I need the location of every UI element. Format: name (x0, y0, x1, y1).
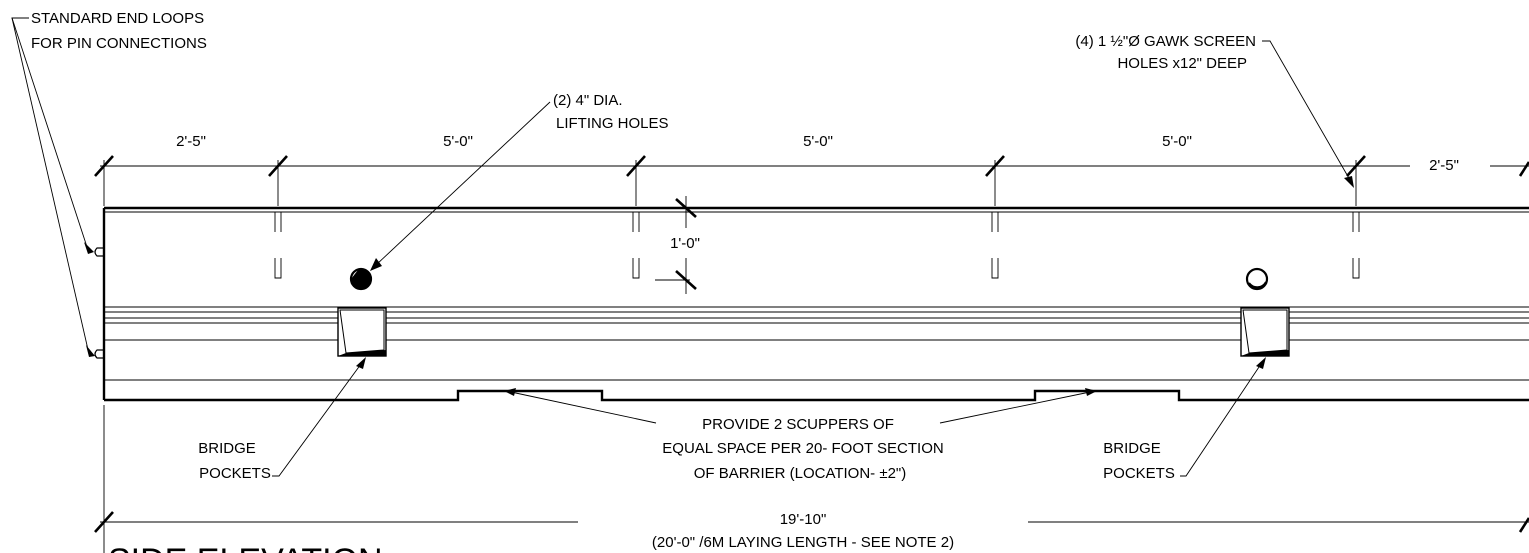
barrier-bottom-edge (104, 389, 1529, 402)
leader-line (11, 17, 90, 355)
dimension-tick (94, 155, 114, 177)
overall-dimension: 19'-10" (20'-0" /6M LAYING LENGTH - SEE … (94, 405, 1529, 553)
leader-arrow (1344, 176, 1354, 188)
hole-depth-dimension: 1'-0" (655, 196, 700, 294)
leader-arrow (84, 242, 94, 254)
leader-arrow (356, 357, 366, 369)
callout-scuppers: PROVIDE 2 SCUPPERS OF EQUAL SPACE PER 20… (504, 388, 1097, 482)
top-dimension-string: 2'-5" 5'-0" 5'-0" 5'-0" 2'-5" (94, 133, 1529, 206)
dimension-tick (675, 270, 697, 290)
leader-arrow (86, 345, 95, 357)
hole-depth-label: 1'-0" (670, 235, 700, 252)
dimension-tick (268, 155, 288, 177)
bridge-pocket-right (1240, 307, 1290, 357)
bridge-pockets-label: POCKETS (199, 465, 271, 482)
leader-line (1180, 363, 1262, 477)
bridge-pockets-label: BRIDGE (198, 440, 256, 457)
scuppers-label: OF BARRIER (LOCATION- ±2") (694, 465, 906, 482)
overall-length-label: 19'-10" (780, 511, 827, 528)
end-loops-label: STANDARD END LOOPS (31, 10, 204, 27)
end-loops (94, 247, 104, 359)
callout-end-loops: STANDARD END LOOPS FOR PIN CONNECTIONS (11, 10, 207, 357)
callout-gawk-holes: (4) 1 ½"Ø GAWK SCREEN HOLES x12" DEEP (1075, 33, 1354, 188)
scuppers-label: PROVIDE 2 SCUPPERS OF (702, 416, 894, 433)
end-loop (94, 247, 104, 257)
dimension-tick (1518, 161, 1529, 177)
dimension-tick (985, 155, 1005, 177)
leader-line (1262, 40, 1351, 181)
bridge-pockets-label: BRIDGE (1103, 440, 1161, 457)
dimension-tick (1346, 155, 1366, 177)
dimension-tick (1518, 517, 1529, 533)
gawk-holes-label: HOLES x12" DEEP (1117, 55, 1247, 72)
leader-line (11, 17, 89, 251)
gawk-screen-hole (1352, 212, 1360, 279)
leader-arrow (370, 258, 382, 271)
dimension-tick (94, 511, 114, 533)
callout-bridge-pockets-left: BRIDGE POCKETS (198, 357, 366, 482)
dimension-tick (675, 198, 697, 218)
drawing-title: SIDE ELEVATION (108, 542, 383, 553)
end-loops-label: FOR PIN CONNECTIONS (31, 35, 207, 52)
leader-line (375, 101, 551, 266)
dimension-tick (626, 155, 646, 177)
gawk-screen-hole (991, 212, 999, 279)
leader-arrow (504, 388, 516, 396)
dimension-label: 5'-0" (803, 133, 833, 150)
lifting-hole-left (349, 267, 373, 291)
leader-line (939, 391, 1091, 424)
callout-bridge-pockets-right: BRIDGE POCKETS (1103, 357, 1266, 482)
leader-arrow (1085, 388, 1097, 396)
lifting-holes-label: (2) 4" DIA. (553, 92, 623, 109)
lifting-hole-right (1245, 267, 1269, 291)
barrier-body (102, 206, 1529, 402)
dimension-label: 5'-0" (1162, 133, 1192, 150)
lifting-holes-label: LIFTING HOLES (556, 115, 669, 132)
leader-line (510, 391, 657, 424)
dimension-label: 5'-0" (443, 133, 473, 150)
gawk-screen-holes (274, 212, 1360, 279)
bridge-pockets-label: POCKETS (1103, 465, 1175, 482)
leader-arrow (1256, 357, 1266, 369)
leader-line (272, 363, 362, 477)
overall-length-note: (20'-0" /6M LAYING LENGTH - SEE NOTE 2) (652, 534, 954, 551)
end-loop (94, 349, 104, 359)
callout-lifting-holes: (2) 4" DIA. LIFTING HOLES (370, 92, 669, 271)
gawk-screen-hole (632, 212, 640, 279)
scuppers-label: EQUAL SPACE PER 20- FOOT SECTION (662, 440, 943, 457)
gawk-screen-hole (274, 212, 282, 279)
bridge-pocket-left (337, 307, 387, 357)
dimension-label: 2'-5" (1429, 157, 1459, 174)
dimension-label: 2'-5" (176, 133, 206, 150)
gawk-holes-label: (4) 1 ½"Ø GAWK SCREEN (1075, 33, 1256, 50)
